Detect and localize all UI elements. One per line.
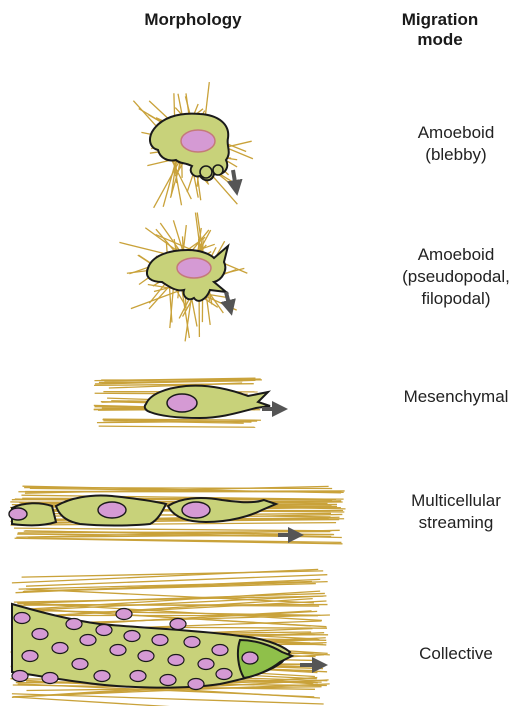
cell-nucleus <box>212 645 228 656</box>
cell-nucleus <box>12 671 28 682</box>
cell-amoeboid-pseudopodal <box>147 246 228 301</box>
cell-nucleus <box>170 619 186 630</box>
cell-nucleus <box>66 619 82 630</box>
cell-nucleus <box>32 629 48 640</box>
fiber <box>25 591 320 609</box>
cell-nucleus <box>124 631 140 642</box>
cell-nucleus <box>160 675 176 686</box>
cell-nucleus <box>94 671 110 682</box>
cell-nucleus <box>72 659 88 670</box>
cell-nucleus <box>96 625 112 636</box>
cell-nucleus <box>138 651 154 662</box>
cell-nucleus <box>80 635 96 646</box>
fiber <box>99 426 256 427</box>
cell-nucleus <box>22 651 38 662</box>
fiber <box>14 528 331 531</box>
cell-nucleus <box>152 635 168 646</box>
cell-nucleus <box>198 659 214 670</box>
cell-nucleus <box>42 673 58 684</box>
cell-nucleus <box>130 671 146 682</box>
cell-mesenchymal <box>145 386 270 418</box>
cell-nucleus <box>110 645 126 656</box>
fiber <box>24 582 328 592</box>
cell-nucleus <box>116 609 132 620</box>
direction-arrow <box>233 170 236 188</box>
cell-amoeboid-blebby <box>150 114 229 181</box>
cell-nucleus <box>168 655 184 666</box>
cell-nucleus <box>188 679 204 690</box>
fiber <box>15 538 343 544</box>
cell-nucleus <box>14 613 30 624</box>
cell-nucleus <box>184 637 200 648</box>
cell-nucleus <box>216 669 232 680</box>
cell-nucleus <box>52 643 68 654</box>
